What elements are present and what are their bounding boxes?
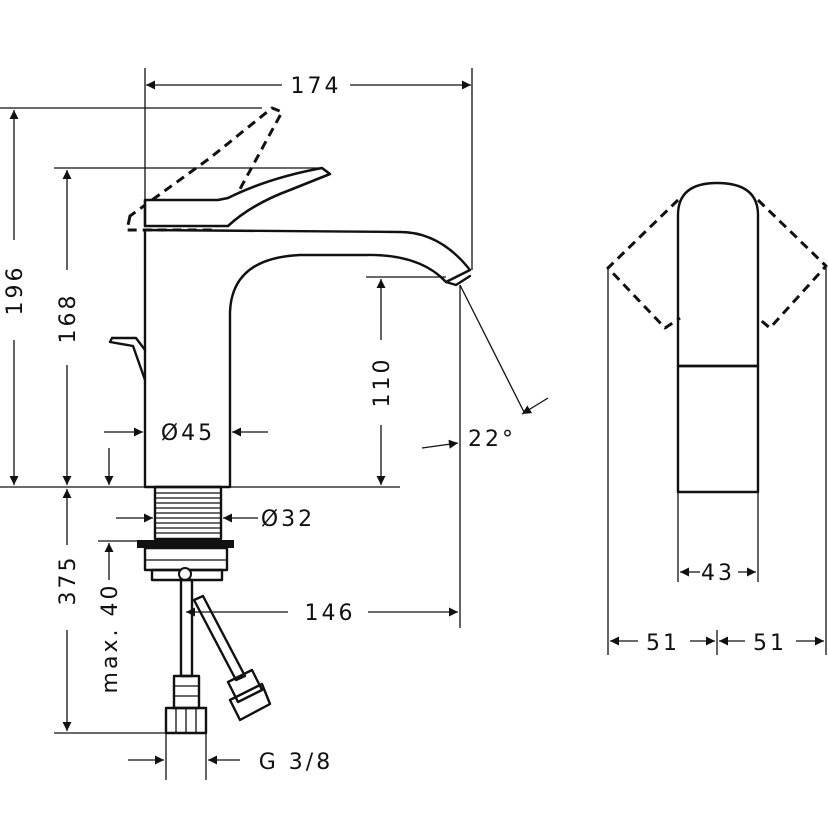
dim-label-375: 375 — [56, 555, 81, 606]
dimension-g38: G 3/8 — [128, 750, 333, 775]
dimension-146: 146 — [186, 601, 458, 626]
dimension-43: 43 — [680, 561, 756, 586]
dim-label-max-40: max. 40 — [98, 583, 123, 694]
dim-label-51-right: 51 — [753, 631, 787, 656]
dimension-diameter-45: Ø45 — [104, 421, 268, 446]
dim-label-g38: G 3/8 — [259, 750, 333, 775]
faucet-body — [143, 228, 472, 489]
dim-label-diameter-32: Ø32 — [261, 507, 315, 532]
dim-label-110: 110 — [370, 357, 395, 408]
dim-label-196: 196 — [3, 265, 28, 316]
supply-hoses — [164, 578, 272, 735]
dimension-110: 110 — [370, 279, 395, 485]
pop-up-rod — [108, 336, 147, 382]
front-view — [108, 106, 472, 735]
dim-label-43: 43 — [701, 561, 735, 586]
extension-lines — [0, 68, 525, 780]
dimension-174: 174 — [146, 74, 471, 99]
lever-swing-left-dashed — [606, 198, 681, 330]
dimension-angle-22: 22° — [421, 397, 549, 452]
dim-label-angle-22: 22° — [468, 427, 516, 452]
dim-label-146: 146 — [305, 601, 356, 626]
lever-swing-right-dashed — [756, 198, 828, 330]
dimension-375: 375 — [56, 489, 81, 731]
dimension-168: 168 — [56, 170, 81, 485]
threaded-shank — [153, 485, 223, 541]
dimension-196: 196 — [3, 110, 28, 485]
dimension-max-40: max. 40 — [98, 448, 123, 693]
fixing-nut — [137, 540, 234, 582]
dim-label-51-left: 51 — [646, 631, 680, 656]
dim-label-168: 168 — [56, 293, 81, 344]
dim-label-174: 174 — [291, 74, 342, 99]
side-view: 43 51 51 — [606, 181, 828, 656]
side-lever — [676, 181, 760, 368]
lever-closed — [143, 166, 332, 228]
dimension-51-right: 51 — [719, 631, 824, 656]
dimension-51-left: 51 — [610, 631, 715, 656]
dimension-diameter-32: Ø32 — [116, 507, 315, 532]
side-body — [676, 364, 760, 494]
spout-tip — [444, 274, 472, 287]
dim-label-diameter-45: Ø45 — [161, 421, 215, 446]
